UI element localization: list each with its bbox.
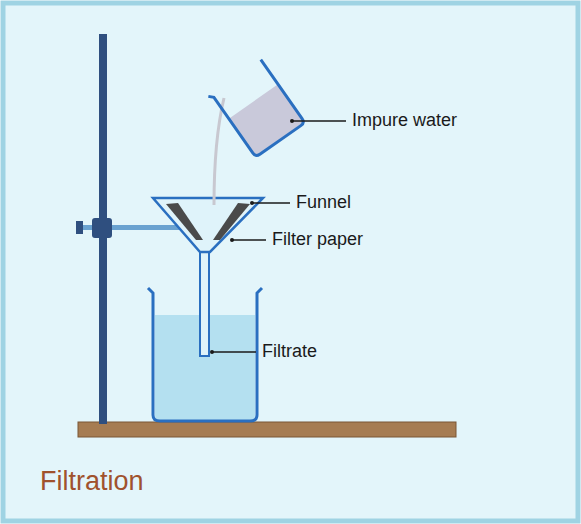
impure-water xyxy=(229,84,305,156)
part-label: Impure water xyxy=(352,111,457,131)
background-frame xyxy=(3,3,578,521)
leader-line xyxy=(292,120,346,122)
leader-line xyxy=(212,351,256,353)
part-label: Filtrate xyxy=(262,342,317,362)
leader-dot xyxy=(210,350,214,354)
pouring-beaker xyxy=(208,60,305,160)
leader-dot xyxy=(230,238,234,242)
leader-line xyxy=(232,239,266,241)
clamp-screw xyxy=(76,221,83,234)
diagram-title: Filtration xyxy=(40,467,144,497)
filter-paper-right xyxy=(213,203,250,240)
filter-paper-left xyxy=(166,203,203,240)
part-label: Filter paper xyxy=(272,230,363,250)
beaker-outline xyxy=(208,60,305,160)
funnel-cone xyxy=(153,198,263,252)
water-stream xyxy=(214,98,224,205)
funnel-stem xyxy=(200,250,209,356)
part-label: Funnel xyxy=(296,193,351,213)
clamp-boss xyxy=(92,218,112,238)
leader-dot xyxy=(290,119,294,123)
leader-line xyxy=(263,202,290,204)
stand-base xyxy=(78,422,456,437)
leader-dot xyxy=(250,201,254,205)
